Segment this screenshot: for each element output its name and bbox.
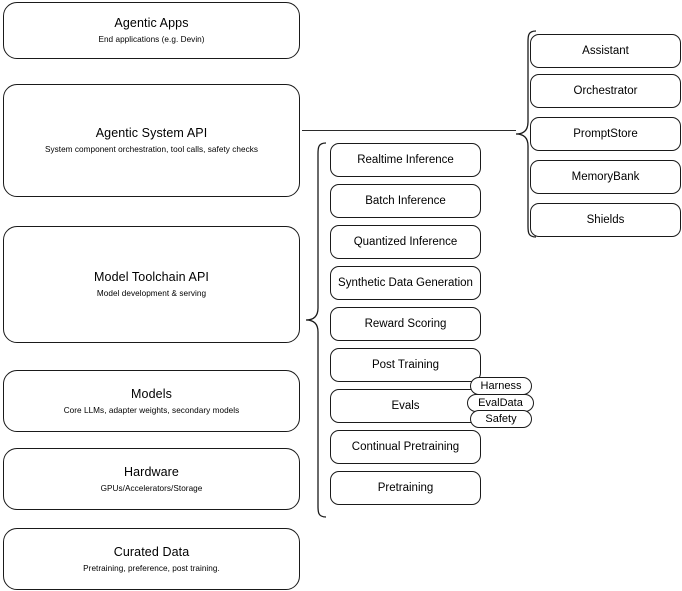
layer-subtitle: System component orchestration, tool cal… bbox=[44, 145, 259, 154]
component-evals[interactable]: Evals bbox=[330, 389, 481, 423]
component-reward-scoring[interactable]: Reward Scoring bbox=[330, 307, 481, 341]
layer-box-models[interactable]: Models Core LLMs, adapter weights, secon… bbox=[3, 370, 300, 432]
brace-toolchain bbox=[305, 142, 327, 518]
component-label: Continual Pretraining bbox=[351, 441, 460, 453]
layer-subtitle: GPUs/Accelerators/Storage bbox=[100, 483, 203, 493]
eval-pill-safety[interactable]: Safety bbox=[470, 410, 532, 428]
brace-system-api bbox=[515, 30, 537, 238]
layer-box-curated-data[interactable]: Curated Data Pretraining, preference, po… bbox=[3, 528, 300, 590]
system-component-label: PromptStore bbox=[573, 128, 638, 140]
system-component-shields[interactable]: Shields bbox=[530, 203, 681, 237]
layer-box-model-toolchain-api[interactable]: Model Toolchain API Model development & … bbox=[3, 226, 300, 343]
layer-box-agentic-apps[interactable]: Agentic Apps End applications (e.g. Devi… bbox=[3, 2, 300, 59]
layer-box-agentic-system-api[interactable]: Agentic System API System component orch… bbox=[3, 84, 300, 197]
eval-pill-label: Safety bbox=[485, 413, 517, 425]
component-label: Synthetic Data Generation bbox=[338, 277, 473, 289]
component-continual-pretraining[interactable]: Continual Pretraining bbox=[330, 430, 481, 464]
system-component-label: Orchestrator bbox=[573, 85, 638, 97]
layer-title: Model Toolchain API bbox=[94, 270, 209, 284]
eval-pill-harness[interactable]: Harness bbox=[470, 377, 532, 395]
layer-title: Agentic Apps bbox=[114, 16, 189, 30]
system-component-promptstore[interactable]: PromptStore bbox=[530, 117, 681, 151]
layer-title: Curated Data bbox=[113, 544, 190, 559]
eval-pill-label: EvalData bbox=[478, 397, 523, 409]
layer-subtitle: Core LLMs, adapter weights, secondary mo… bbox=[63, 405, 240, 415]
eval-pill-label: Harness bbox=[480, 380, 522, 392]
layer-title: Agentic System API bbox=[95, 126, 208, 140]
component-realtime-inference[interactable]: Realtime Inference bbox=[330, 143, 481, 177]
layer-box-hardware[interactable]: Hardware GPUs/Accelerators/Storage bbox=[3, 448, 300, 510]
component-synthetic-data-generation[interactable]: Synthetic Data Generation bbox=[330, 266, 481, 300]
layer-title: Models bbox=[131, 386, 172, 401]
component-label: Realtime Inference bbox=[357, 154, 454, 166]
connector-line-system-api bbox=[302, 130, 516, 131]
system-component-label: MemoryBank bbox=[571, 171, 640, 183]
component-post-training[interactable]: Post Training bbox=[330, 348, 481, 382]
component-label: Quantized Inference bbox=[353, 236, 458, 248]
layer-subtitle: Model development & serving bbox=[96, 289, 207, 298]
component-quantized-inference[interactable]: Quantized Inference bbox=[330, 225, 481, 259]
layer-subtitle: Pretraining, preference, post training. bbox=[83, 563, 220, 573]
component-label: Reward Scoring bbox=[364, 318, 447, 330]
system-component-label: Shields bbox=[586, 214, 625, 226]
system-component-assistant[interactable]: Assistant bbox=[530, 34, 681, 68]
component-batch-inference[interactable]: Batch Inference bbox=[330, 184, 481, 218]
system-component-label: Assistant bbox=[582, 45, 629, 57]
component-label: Pretraining bbox=[377, 482, 434, 494]
layer-title: Hardware bbox=[124, 464, 179, 479]
layer-subtitle: End applications (e.g. Devin) bbox=[98, 35, 205, 44]
system-component-memorybank[interactable]: MemoryBank bbox=[530, 160, 681, 194]
component-label: Batch Inference bbox=[365, 195, 446, 207]
component-pretraining[interactable]: Pretraining bbox=[330, 471, 481, 505]
system-component-orchestrator[interactable]: Orchestrator bbox=[530, 74, 681, 108]
component-label: Evals bbox=[391, 400, 420, 412]
component-label: Post Training bbox=[371, 359, 440, 371]
